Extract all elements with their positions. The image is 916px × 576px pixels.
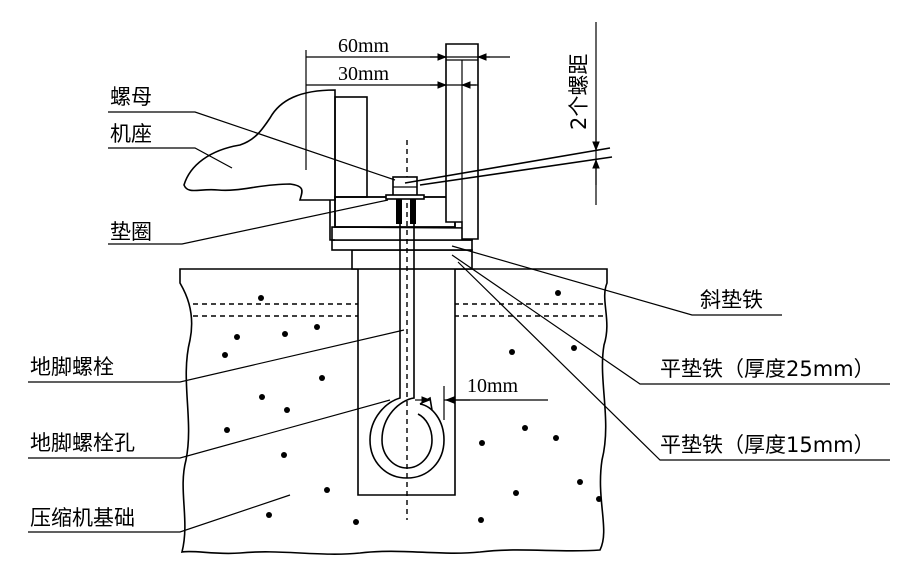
- dim-thread-pitch-label: 2个螺距: [567, 54, 591, 130]
- inclined-shim: [331, 226, 473, 241]
- aggregate-dots: [222, 290, 602, 525]
- label-anchor-bolt-hole: 地脚螺栓孔: [30, 431, 135, 455]
- dimension-10mm: 10mm: [415, 375, 548, 420]
- nut: [392, 176, 418, 224]
- label-washer: 垫圈: [110, 220, 152, 244]
- flat-shim-15: [331, 239, 473, 251]
- dim-30mm-label: 30mm: [338, 63, 390, 85]
- label-anchor-bolt: 地脚螺栓: [30, 355, 114, 379]
- label-flat-shim-25: 平垫铁（厚度25mm）: [660, 357, 875, 381]
- dim-10mm-label: 10mm: [467, 375, 519, 397]
- label-nut: 螺母: [110, 85, 152, 109]
- feeler-line: [404, 147, 613, 186]
- washer: [385, 194, 425, 200]
- leader-lines: [28, 111, 890, 533]
- dimension-60mm: 60mm: [305, 35, 510, 170]
- label-flat-shim-15: 平垫铁（厚度15mm）: [660, 433, 875, 457]
- dimension-30mm: 30mm: [306, 60, 478, 222]
- flat-shim-25: [351, 249, 473, 270]
- label-compressor-foundation: 压缩机基础: [30, 506, 135, 530]
- dimension-thread-pitch: 2个螺距: [567, 22, 600, 205]
- compressor-foundation: [179, 268, 608, 555]
- label-inclined-shim: 斜垫铁: [700, 288, 763, 312]
- dim-60mm-label: 60mm: [338, 35, 390, 57]
- label-machine-base: 机座: [110, 122, 152, 146]
